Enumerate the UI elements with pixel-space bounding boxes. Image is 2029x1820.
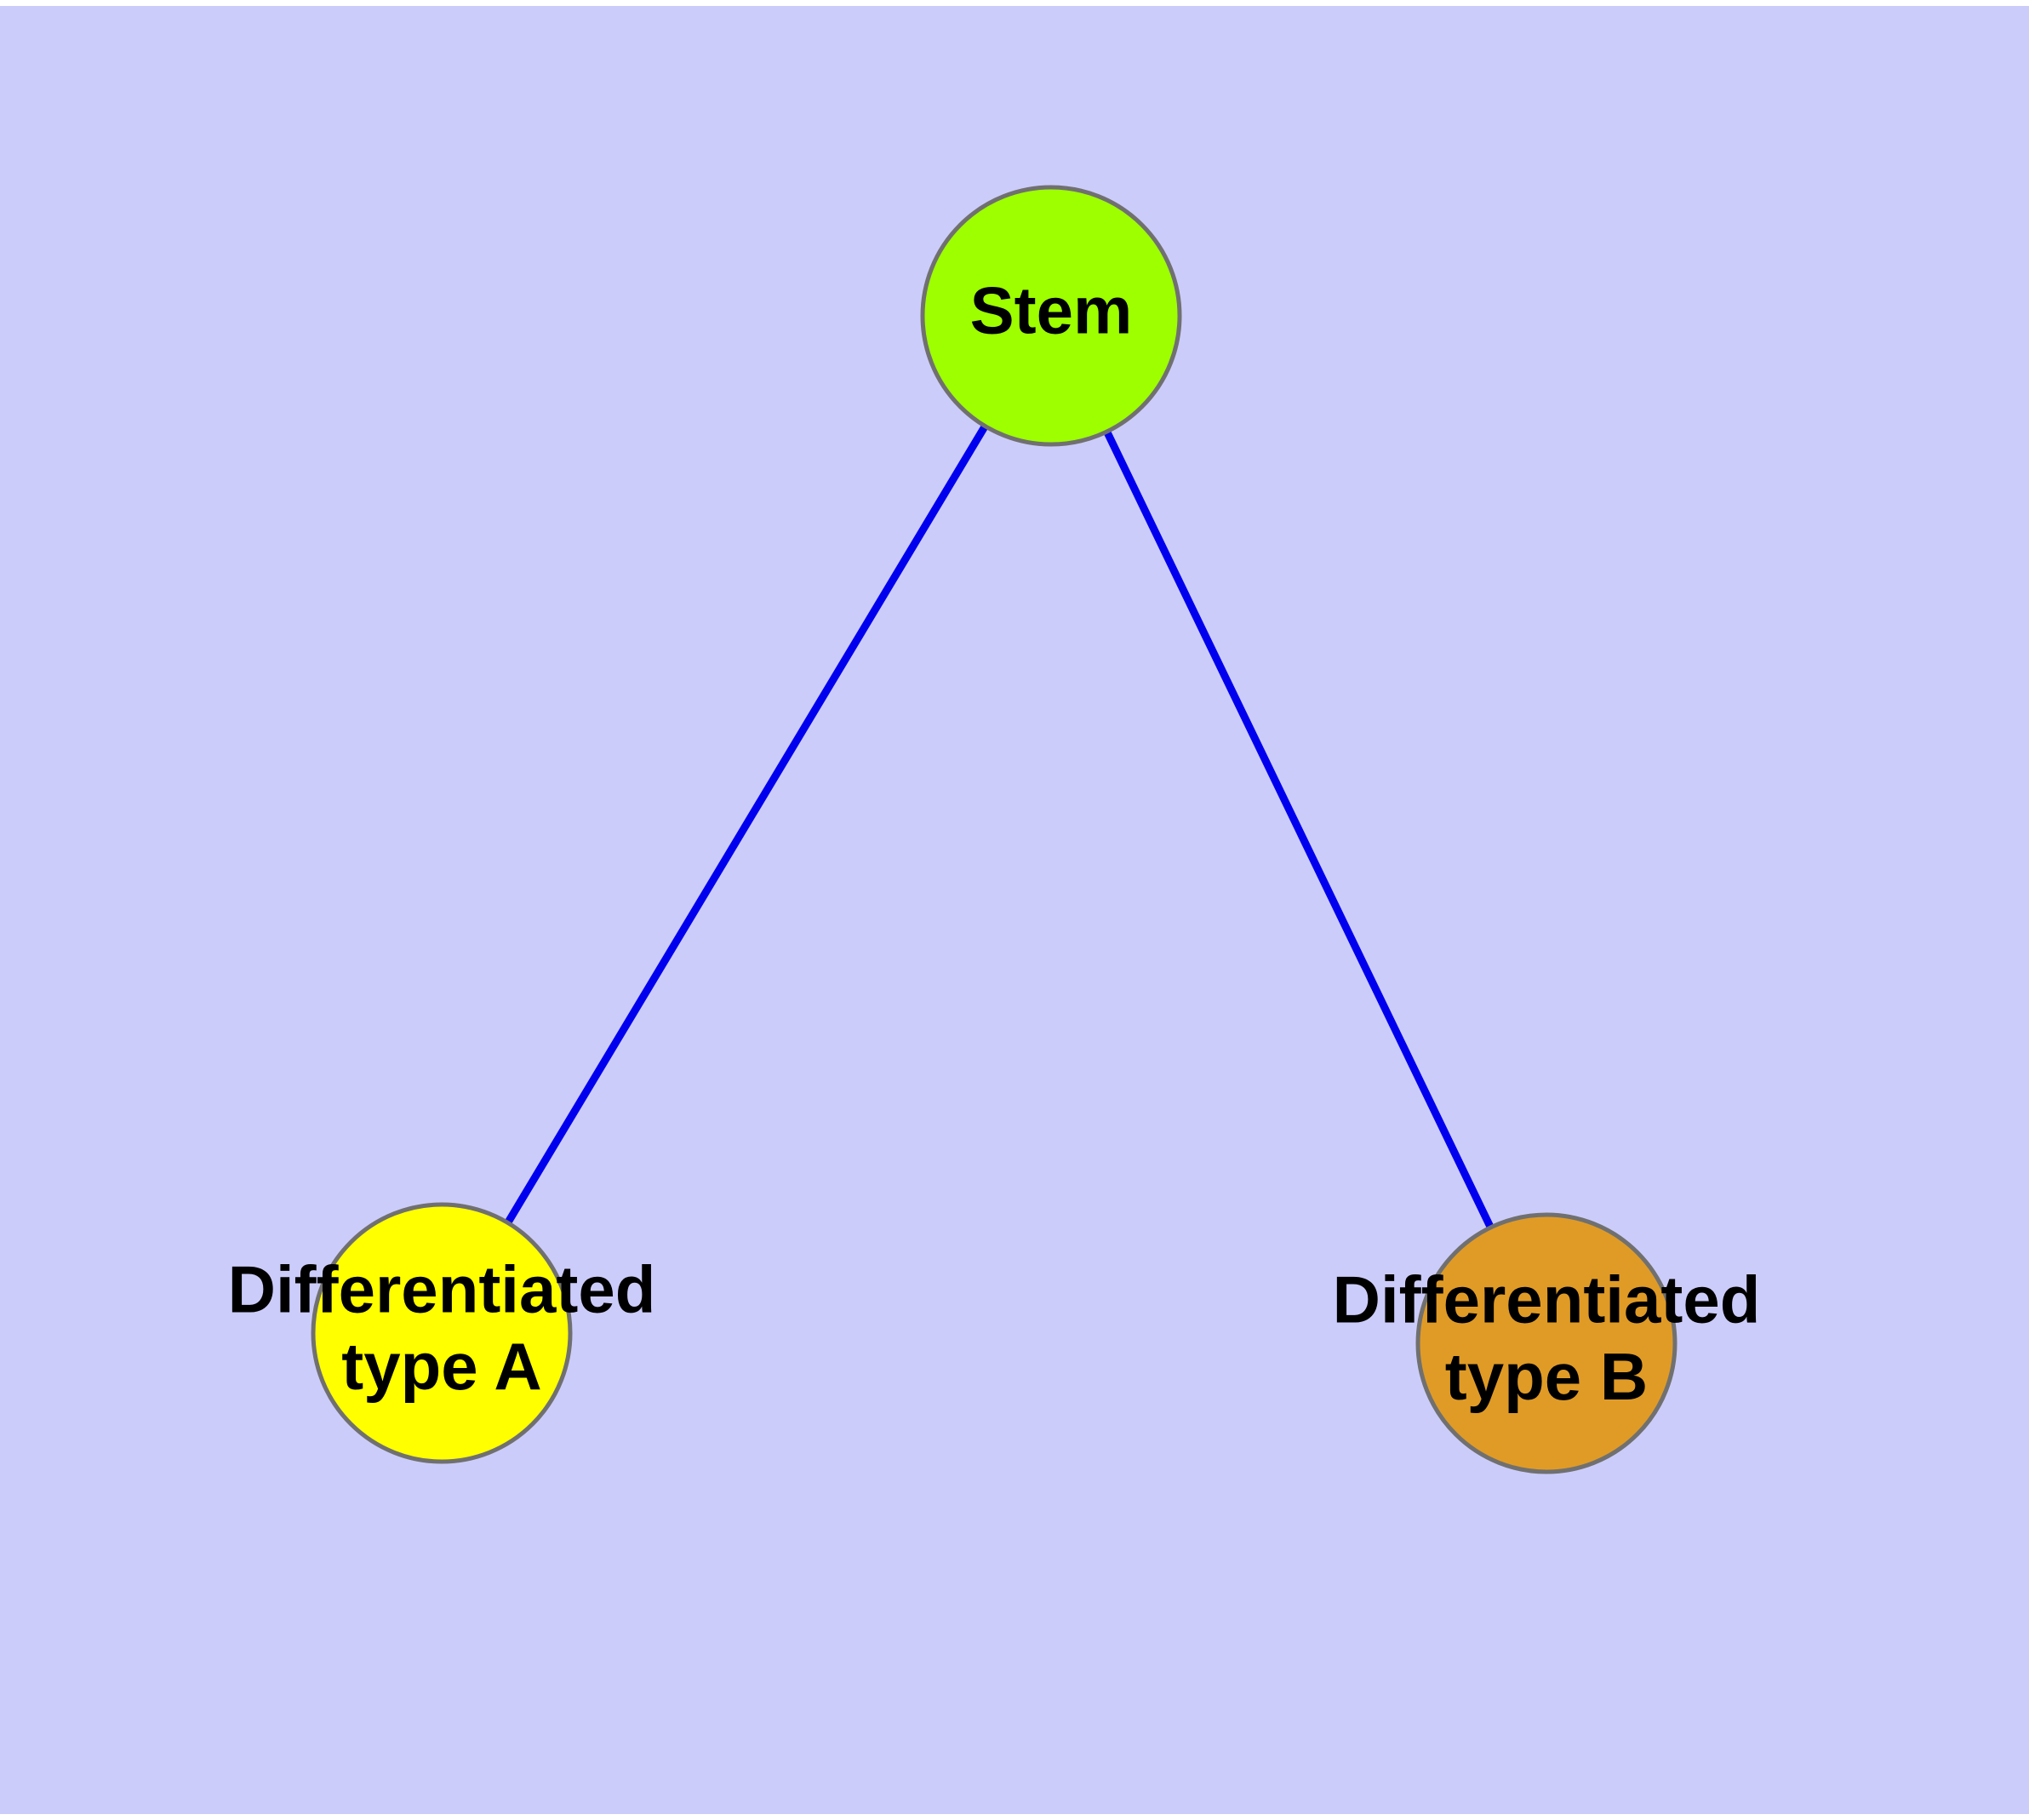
edge-stem-to-diff-b[interactable]	[1101, 426, 1496, 1233]
node-label-diff_b-line-1: type B	[1445, 1339, 1648, 1414]
node-circle-diff_b[interactable]	[1415, 1212, 1677, 1474]
node-circle-stem[interactable]	[920, 185, 1182, 447]
node-label-diff_a-line-1: type A	[341, 1329, 542, 1404]
node-label-stem-line-0: Stem	[970, 273, 1133, 348]
edge-stem-to-diff-a[interactable]	[502, 421, 991, 1228]
node-circle-diff_a[interactable]	[311, 1202, 573, 1464]
node-label-diff_a-line-0: Differentiated	[228, 1251, 656, 1326]
node-label-diff_b-line-0: Differentiated	[1333, 1262, 1761, 1336]
node-stem[interactable]: Stem	[920, 185, 1182, 447]
edges-group	[502, 421, 1496, 1233]
